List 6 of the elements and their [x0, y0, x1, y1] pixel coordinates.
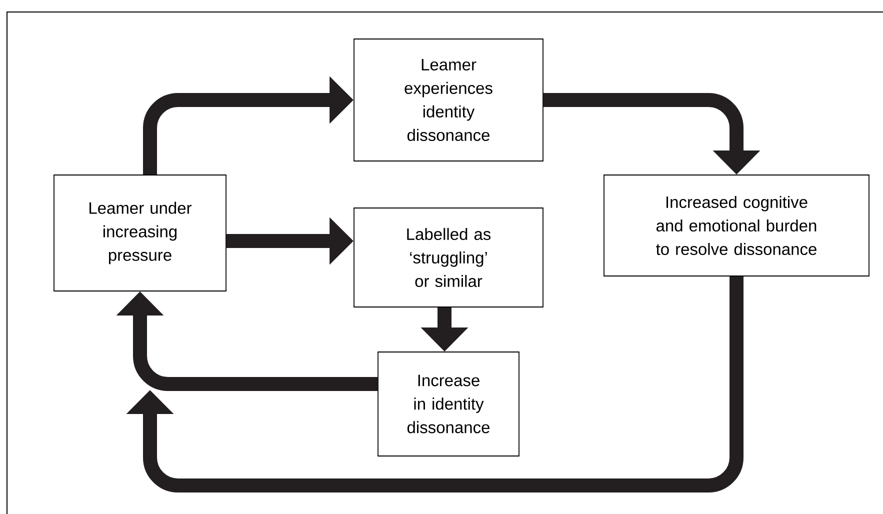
process-box: Labelled as ‘struggling’ or similar	[354, 208, 544, 308]
process-box: Leamer under increasing pressure	[54, 174, 226, 292]
process-box: Increased cognitive and emotional burden to resolve dissonance	[604, 174, 870, 276]
process-box: Leamer experiences identity dissonance	[354, 38, 544, 162]
arrow	[126, 276, 744, 492]
process-box: Increase in identity dissonance	[378, 352, 520, 456]
